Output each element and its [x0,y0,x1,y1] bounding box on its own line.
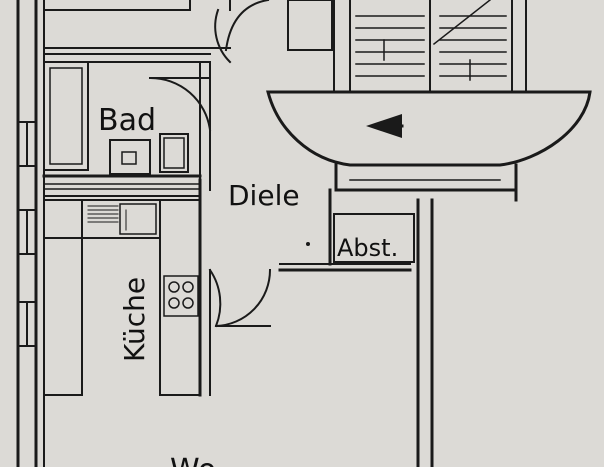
label-kueche: Küche [118,277,151,362]
top-room-fragment [43,0,231,55]
door-arcs [148,0,272,328]
label-bad: Bad [98,103,156,138]
label-wohnen-partial: Wo [170,453,216,467]
bathroom [43,61,211,191]
stairwell [287,0,527,91]
stair-landing [266,90,592,202]
storage-closet [333,213,415,263]
direction-arrow [366,114,404,138]
left-windows [17,121,37,347]
label-abst: Abst. [337,234,398,262]
hall-dot [306,242,310,246]
label-diele: Diele [228,179,300,212]
right-wall [416,198,434,467]
hall-walls [198,178,412,397]
bath-kitchen-partition [42,174,202,197]
